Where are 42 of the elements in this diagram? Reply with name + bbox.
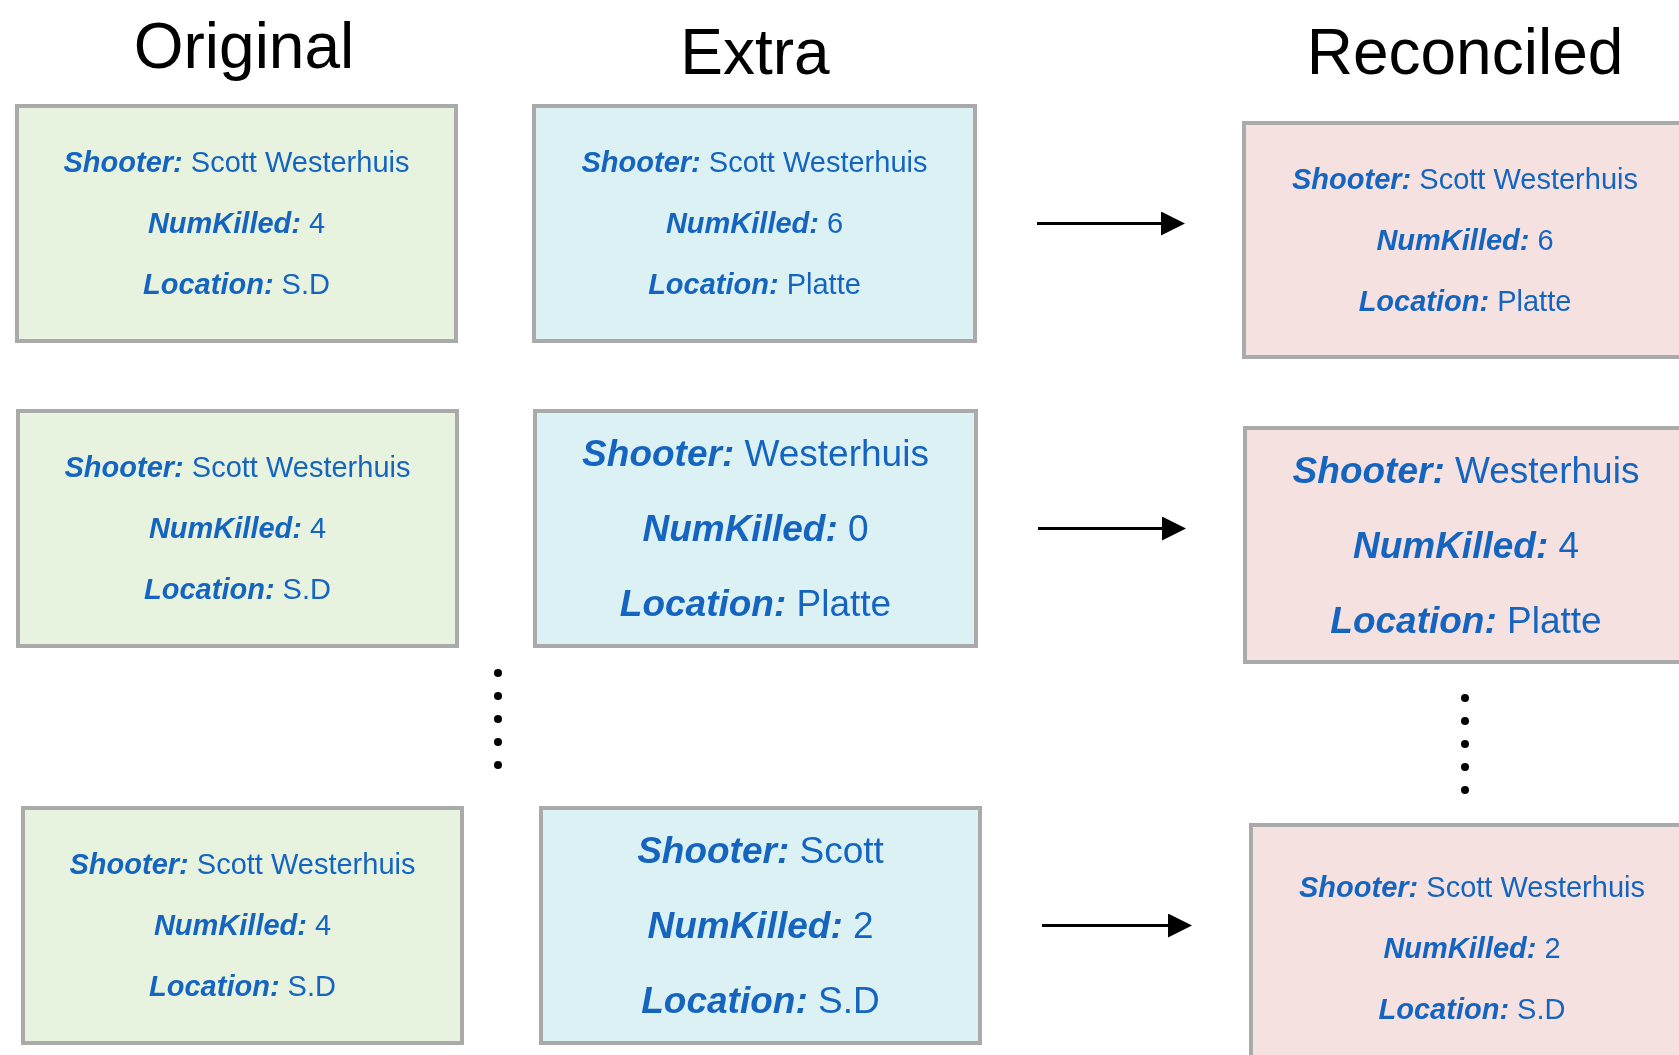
field-text: NumKilled: 0 xyxy=(642,507,869,551)
field-text: Shooter: Scott Westerhuis xyxy=(64,450,411,485)
column-heading: Reconciled xyxy=(1306,15,1624,90)
field-text: Shooter: Westerhuis xyxy=(582,432,929,476)
field-text: NumKilled: 6 xyxy=(665,206,844,241)
field-text: NumKilled: 6 xyxy=(1376,222,1554,258)
record-box xyxy=(539,806,982,1045)
record-box xyxy=(16,409,459,648)
field-text: NumKilled: 4 xyxy=(153,908,332,943)
record-box xyxy=(532,104,977,343)
record-box xyxy=(1249,823,1679,1055)
field-text: Location: Platte xyxy=(648,267,861,302)
field-text: NumKilled: 4 xyxy=(147,206,326,241)
record-box xyxy=(1242,121,1679,359)
field-text: Shooter: Scott Westerhuis xyxy=(69,847,416,882)
field-text: Location: Platte xyxy=(1358,283,1572,319)
arrow xyxy=(1037,211,1185,236)
record-box xyxy=(1243,426,1679,664)
column-heading: Extra xyxy=(680,15,830,90)
field-text: Location: Platte xyxy=(1330,598,1602,643)
record-box xyxy=(533,409,978,648)
field-text: Shooter: Scott Westerhuis xyxy=(63,145,410,180)
field-text: NumKilled: 4 xyxy=(1352,523,1580,568)
field-text: Location: S.D xyxy=(144,572,331,607)
field-text: Shooter: Scott Westerhuis xyxy=(1299,869,1645,905)
field-text: Location: S.D xyxy=(1378,991,1566,1027)
field-text: NumKilled: 2 xyxy=(647,904,874,948)
field-text: NumKilled: 4 xyxy=(148,511,327,546)
field-text: Location: S.D xyxy=(641,979,880,1023)
field-text: Shooter: Westerhuis xyxy=(1292,448,1640,493)
field-text: NumKilled: 2 xyxy=(1383,930,1561,966)
field-text: Location: S.D xyxy=(149,969,336,1004)
column-heading: Original xyxy=(133,9,355,84)
field-text: Location: Platte xyxy=(619,582,892,626)
field-text: Location: S.D xyxy=(143,267,330,302)
record-box xyxy=(21,806,464,1045)
arrow xyxy=(1042,913,1192,938)
arrow xyxy=(1038,516,1186,541)
field-text: Shooter: Scott Westerhuis xyxy=(581,145,928,180)
field-text: Shooter: Scott Westerhuis xyxy=(1292,161,1638,197)
field-text: Shooter: Scott xyxy=(637,829,884,873)
record-box xyxy=(15,104,458,343)
